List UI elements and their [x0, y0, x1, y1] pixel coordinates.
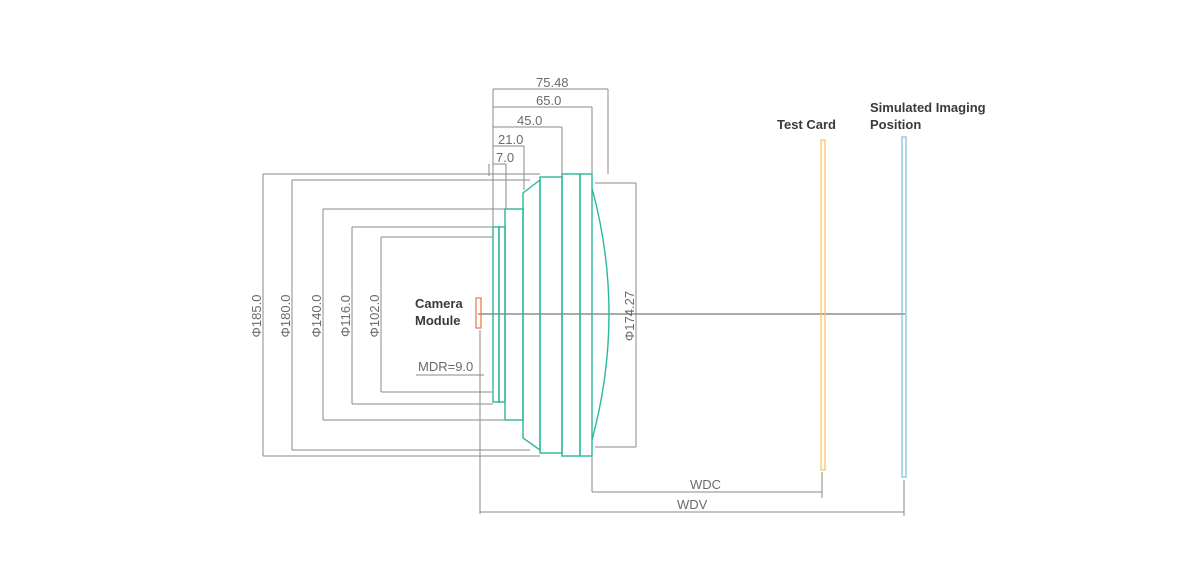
- dim-116: Φ116.0: [338, 295, 353, 337]
- dim-65: 65.0: [536, 93, 561, 108]
- simulated-imaging-label: Simulated Imaging: [870, 100, 986, 115]
- simulated-imaging-plane: [901, 136, 907, 478]
- dim-45: 45.0: [517, 113, 542, 128]
- dim-140: Φ140.0: [309, 295, 324, 338]
- camera-module-label: Camera: [415, 296, 463, 311]
- simulated-imaging-label-2: Position: [870, 117, 921, 132]
- dim-wdc: WDC: [690, 477, 721, 492]
- dim-180: Φ180.0: [278, 295, 293, 338]
- test-card: [820, 139, 826, 471]
- camera-module-label-2: Module: [415, 313, 461, 328]
- dim-mdr: MDR=9.0: [418, 359, 473, 374]
- dim-174: Φ174.27: [622, 291, 637, 341]
- diameter-dimensions: [262, 173, 637, 457]
- length-dimensions: [479, 88, 905, 516]
- dim-102: Φ102.0: [367, 295, 382, 338]
- dim-21: 21.0: [498, 132, 523, 147]
- lens-body: [492, 173, 610, 457]
- dim-7: 7.0: [496, 150, 514, 165]
- test-card-label: Test Card: [777, 117, 836, 132]
- dim-185: Φ185.0: [249, 295, 264, 338]
- dim-75: 75.48: [536, 75, 569, 90]
- camera-module: [475, 297, 482, 329]
- dim-wdv: WDV: [677, 497, 708, 512]
